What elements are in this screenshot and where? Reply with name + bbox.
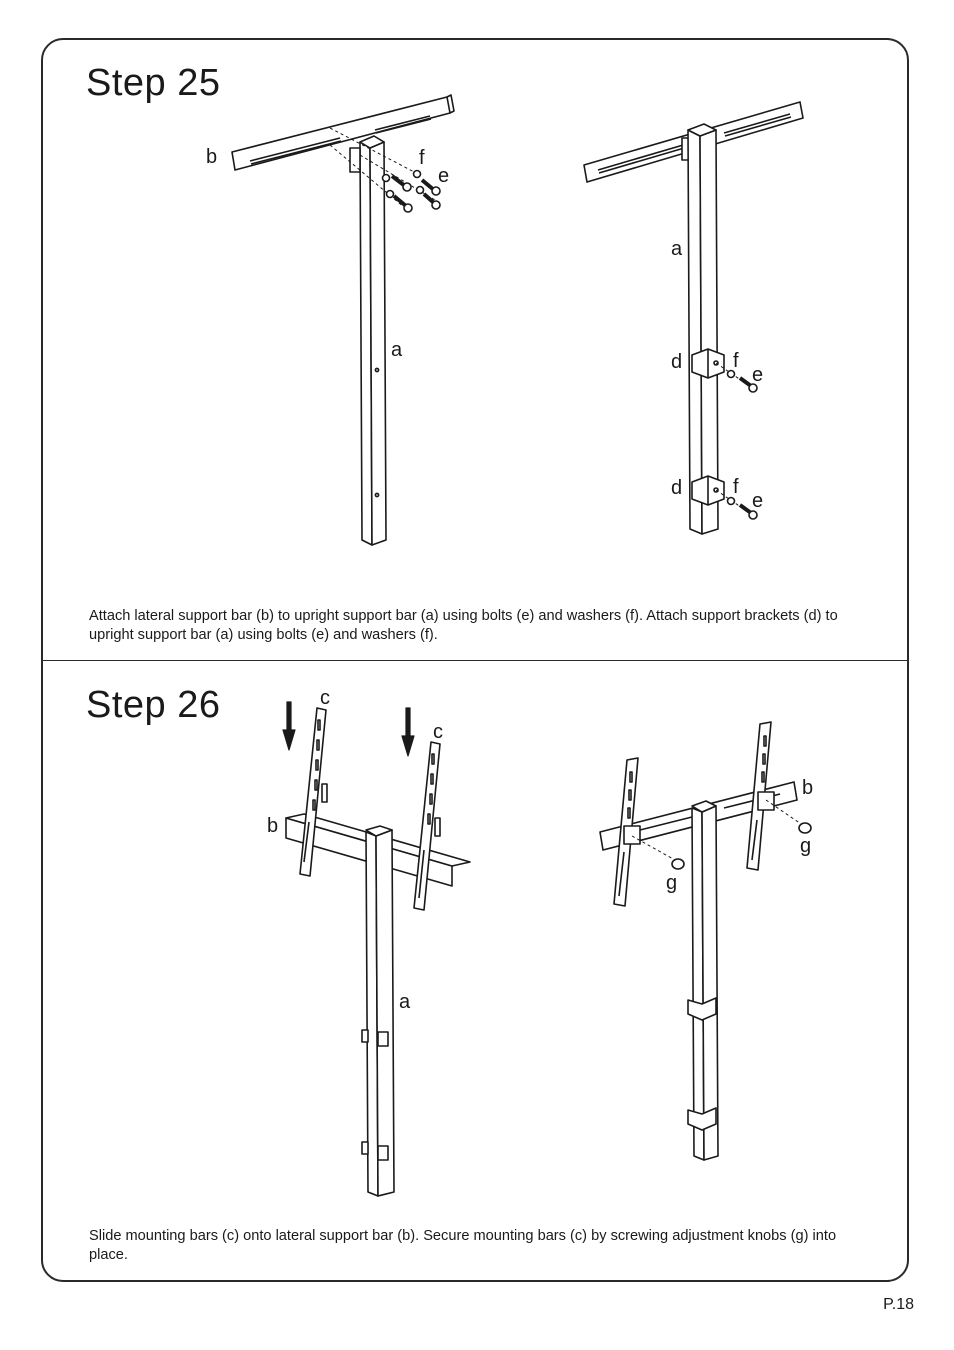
label-a: a [391, 339, 403, 361]
label-g-left: g [666, 872, 677, 894]
label-e-upper: e [752, 364, 763, 386]
step-25-title: Step 25 [86, 62, 221, 104]
step-26-description: Slide mounting bars (c) onto lateral sup… [89, 1228, 837, 1263]
bracket-d-lower [691, 475, 725, 506]
label-d-lower: d [671, 477, 682, 499]
label-f-upper: f [733, 350, 739, 372]
label-c-left: c [320, 687, 330, 709]
label-f: f [419, 147, 425, 169]
label-b-right: b [802, 777, 813, 799]
step-26-right-diagram [599, 721, 812, 1161]
bracket-d-upper [691, 348, 725, 379]
label-d-upper: d [671, 351, 682, 373]
label-g-right: g [800, 835, 811, 857]
label-f-lower: f [733, 476, 739, 498]
step-25-description: Attach lateral support bar (b) to uprigh… [89, 608, 838, 643]
label-a: a [399, 991, 411, 1013]
step-divider [43, 660, 909, 661]
label-a-right: a [671, 238, 683, 260]
step-26-left-diagram [282, 701, 471, 1197]
step-26-labels: c c b a b g g [267, 687, 813, 1013]
step-25-labels: b f e a a d f e d f e [206, 146, 763, 512]
bolts-e [390, 174, 441, 213]
page-number: P.18 [883, 1296, 914, 1313]
step-26-title: Step 26 [86, 684, 221, 726]
label-c-right: c [433, 721, 443, 743]
label-b: b [206, 146, 217, 168]
step-25-right-diagram [583, 101, 804, 535]
arrow-down-icon [282, 701, 415, 757]
label-b: b [267, 815, 278, 837]
step-25-left-diagram [231, 94, 455, 546]
label-e: e [438, 165, 449, 187]
label-e-lower: e [752, 490, 763, 512]
washers-f [381, 169, 425, 199]
knob-g-icon [671, 822, 812, 870]
